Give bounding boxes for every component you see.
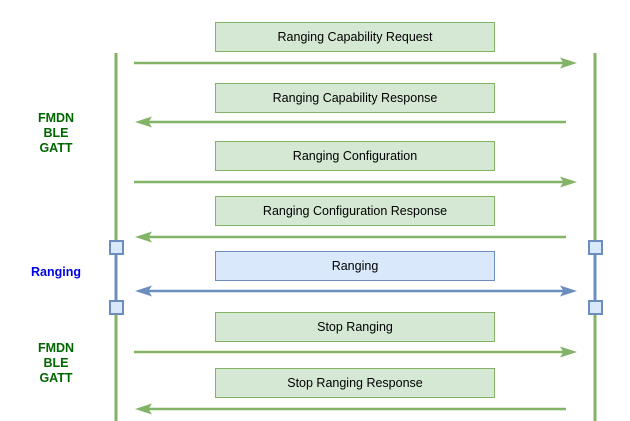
message-arrow-ranging-configuration: [134, 176, 577, 188]
message-box-ranging: Ranging: [215, 251, 495, 281]
message-box-ranging-configuration-response: Ranging Configuration Response: [215, 196, 495, 226]
message-arrow-stop-ranging-response: [135, 403, 566, 415]
phase-label-fmdn-ble-gatt-bottom: FMDN BLE GATT: [16, 341, 96, 386]
message-arrow-ranging-capability-response: [135, 116, 566, 128]
activation-square-right-bottom: [588, 300, 603, 315]
phase-label-fmdn-ble-gatt-top: FMDN BLE GATT: [16, 111, 96, 156]
activation-square-left-top: [109, 240, 124, 255]
activation-square-left-bottom: [109, 300, 124, 315]
message-box-ranging-capability-request: Ranging Capability Request: [215, 22, 495, 52]
message-box-stop-ranging: Stop Ranging: [215, 312, 495, 342]
message-arrow-ranging-bidirectional: [135, 285, 577, 297]
phase-line: FMDN: [37, 341, 75, 355]
phase-line: GATT: [39, 371, 73, 385]
message-arrow-ranging-configuration-response: [135, 231, 566, 243]
message-box-ranging-configuration: Ranging Configuration: [215, 141, 495, 171]
activation-square-right-top: [588, 240, 603, 255]
phase-line: BLE: [43, 356, 69, 370]
message-box-stop-ranging-response: Stop Ranging Response: [215, 368, 495, 398]
phase-label-ranging: Ranging: [16, 265, 96, 280]
message-box-ranging-capability-response: Ranging Capability Response: [215, 83, 495, 113]
phase-line: FMDN: [37, 111, 75, 125]
message-arrow-stop-ranging: [134, 346, 577, 358]
phase-line: BLE: [43, 126, 69, 140]
phase-line: Ranging: [31, 265, 81, 279]
phase-line: GATT: [39, 141, 73, 155]
message-arrow-ranging-capability-request: [134, 57, 577, 69]
